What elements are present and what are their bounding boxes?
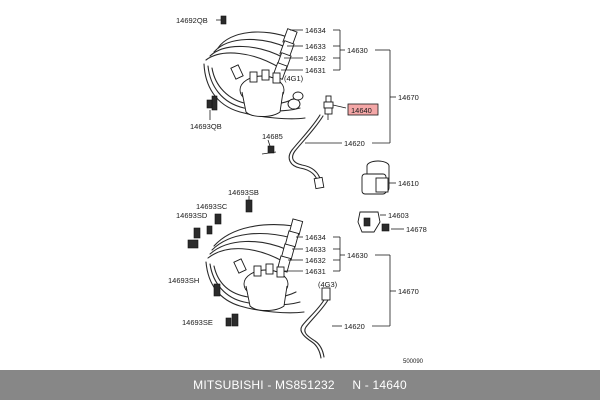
- label-4g1: (4G1): [284, 74, 304, 83]
- clip-14692qb: [220, 15, 227, 25]
- label-14631-upper: 14631: [305, 66, 326, 75]
- bracket-14603: [357, 211, 386, 233]
- label-14603: 14603: [388, 211, 409, 220]
- label-14633-lower: 14633: [305, 245, 326, 254]
- label-14678: 14678: [406, 225, 427, 234]
- footer-caption: MITSUBISHI - MS851232 N - 14640: [193, 378, 407, 392]
- label-14640: 14640: [351, 106, 372, 115]
- label-14630-lower: 14630: [347, 251, 368, 260]
- parts-diagram: 14692QB 14634 14633 14632 14631 14630 (4…: [168, 15, 427, 365]
- upper-assembly: [203, 15, 396, 190]
- clip-14685: [267, 145, 275, 154]
- label-14631-lower: 14631: [305, 267, 326, 276]
- label-14632-lower: 14632: [305, 256, 326, 265]
- clamp-14693se: [231, 313, 239, 327]
- label-4g3: (4G3): [318, 280, 338, 289]
- clamp-14693sb: [245, 199, 253, 213]
- label-14693qb: 14693QB: [190, 122, 222, 131]
- spark-plug-14640: [323, 95, 347, 120]
- nut-14678: [381, 223, 404, 232]
- label-14693sb: 14693SB: [228, 188, 259, 197]
- label-14693sc: 14693SC: [196, 202, 228, 211]
- clamp-14693sh: [213, 283, 221, 297]
- highlight-14640: [347, 103, 379, 116]
- label-14630-upper: 14630: [347, 46, 368, 55]
- label-14693sd: 14693SD: [176, 211, 208, 220]
- label-14670-lower: 14670: [398, 287, 419, 296]
- clamp-14693sc: [214, 213, 222, 225]
- label-14620-upper: 14620: [344, 139, 365, 148]
- label-14685: 14685: [262, 132, 283, 141]
- footer-caption-bar: MITSUBISHI - MS851232 N - 14640: [0, 370, 600, 400]
- distributor-lower: [233, 258, 289, 311]
- label-14610: 14610: [398, 179, 419, 188]
- label-14634-upper: 14634: [305, 26, 326, 35]
- distributor-upper: [230, 64, 304, 117]
- clamp-14693sd: [193, 227, 201, 239]
- label-14692qb: 14692QB: [176, 16, 208, 25]
- clamp-14693qb: [211, 95, 218, 111]
- lower-assembly: [187, 196, 396, 359]
- label-14693sh: 14693SH: [168, 276, 199, 285]
- figure-code: 500090: [403, 359, 424, 365]
- ignition-coil-14610: [361, 160, 396, 195]
- label-14633-upper: 14633: [305, 42, 326, 51]
- label-14670-upper: 14670: [398, 93, 419, 102]
- label-14634-lower: 14634: [305, 233, 326, 242]
- label-14620-lower: 14620: [344, 322, 365, 331]
- label-14632-upper: 14632: [305, 54, 326, 63]
- label-14693se: 14693SE: [182, 318, 213, 327]
